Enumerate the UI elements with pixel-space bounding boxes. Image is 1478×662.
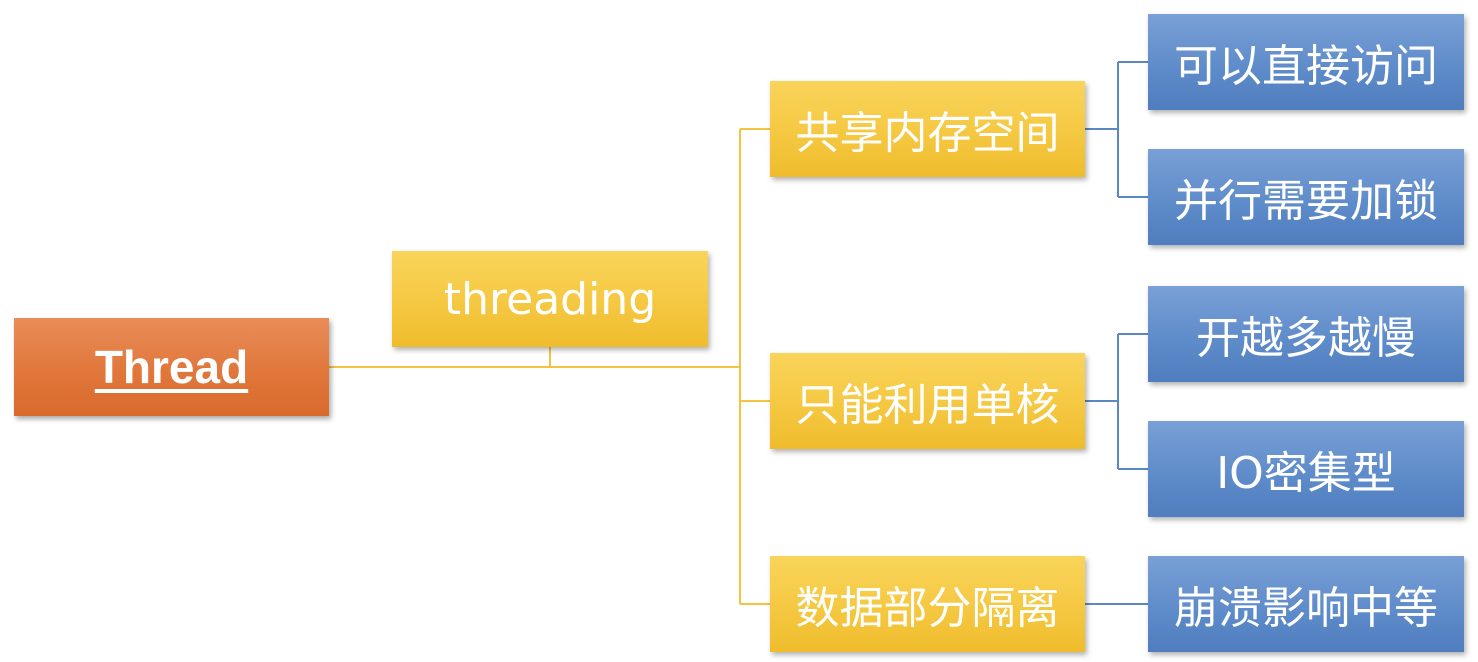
node-single-core[interactable]: 只能利用单核 bbox=[770, 353, 1085, 449]
root-node-thread[interactable]: Thread bbox=[14, 318, 329, 416]
leaf-io-bound[interactable]: IO密集型 bbox=[1148, 421, 1464, 517]
root-node-label: Thread bbox=[94, 341, 249, 393]
node-shared-memory[interactable]: 共享内存空间 bbox=[770, 81, 1085, 177]
node-data-isolation[interactable]: 数据部分隔离 bbox=[770, 556, 1085, 652]
leaf-more-slower-label: 开越多越慢 bbox=[1196, 313, 1416, 364]
node-threading-label: threading bbox=[443, 273, 657, 325]
leaf-io-bound-label: IO密集型 bbox=[1216, 448, 1396, 499]
node-data-isolation-label: 数据部分隔离 bbox=[795, 583, 1060, 634]
leaf-parallel-lock-label: 并行需要加锁 bbox=[1174, 176, 1438, 227]
leaf-direct-access[interactable]: 可以直接访问 bbox=[1148, 14, 1464, 110]
node-single-core-label: 只能利用单核 bbox=[795, 380, 1060, 431]
leaf-direct-access-label: 可以直接访问 bbox=[1174, 41, 1438, 92]
leaf-crash-impact[interactable]: 崩溃影响中等 bbox=[1148, 556, 1464, 652]
leaf-parallel-lock[interactable]: 并行需要加锁 bbox=[1148, 149, 1464, 245]
node-shared-memory-label: 共享内存空间 bbox=[795, 108, 1060, 159]
node-threading[interactable]: threading bbox=[392, 251, 708, 347]
leaf-more-slower[interactable]: 开越多越慢 bbox=[1148, 286, 1464, 382]
leaf-crash-impact-label: 崩溃影响中等 bbox=[1174, 583, 1438, 634]
